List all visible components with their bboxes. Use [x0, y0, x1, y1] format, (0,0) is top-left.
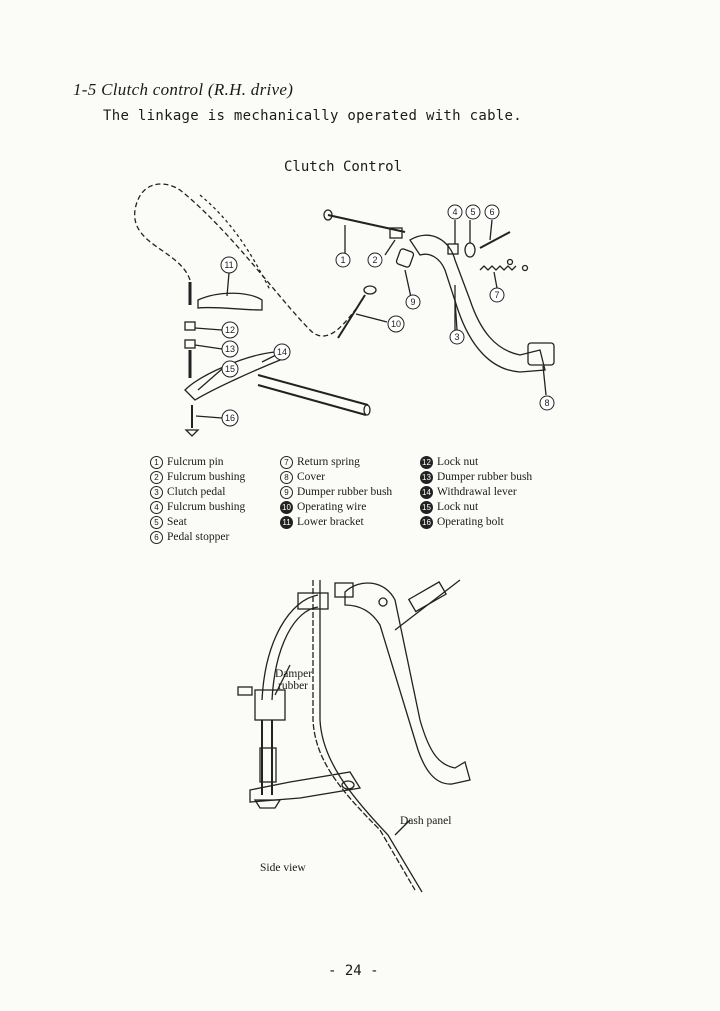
callout-6: 6: [484, 204, 500, 220]
svg-text:6: 6: [489, 207, 494, 217]
section-heading: 1-5 Clutch control (R.H. drive): [73, 80, 294, 99]
page-number: - 24 -: [328, 963, 379, 979]
svg-text:3: 3: [454, 332, 459, 342]
svg-text:12: 12: [225, 325, 235, 335]
operating-wire-dashed-path: [134, 183, 356, 337]
callout-8: 8: [539, 395, 555, 411]
dash-panel-label: Dash panel: [400, 815, 452, 827]
callout-5: 5: [465, 204, 481, 220]
figure-title: Clutch Control: [284, 159, 403, 175]
svg-text:4: 4: [452, 207, 457, 217]
callout-12: 12: [221, 321, 239, 339]
side-view-caption: Side view: [260, 862, 306, 874]
svg-text:2: 2: [372, 255, 377, 265]
fulcrum-bushing-shape: [389, 227, 403, 239]
pedal-cover-shape: [527, 342, 555, 366]
callout-9: 9: [405, 294, 421, 310]
svg-text:5: 5: [470, 207, 475, 217]
withdrawal-lever-shape: [184, 351, 287, 401]
clutch-pedal-shape: [409, 234, 546, 373]
return-spring-shape: [479, 265, 517, 271]
callout-1: 1: [335, 252, 351, 268]
svg-text:10: 10: [391, 319, 401, 329]
damper-label-line-1: Damper: [275, 668, 313, 680]
svg-text:7: 7: [494, 290, 499, 300]
damper-label-line-2: rubber: [278, 680, 309, 692]
callout-7: 7: [489, 287, 505, 303]
callout-2: 2: [367, 252, 383, 268]
callout-16: 16: [221, 409, 239, 427]
callout-11: 11: [220, 256, 238, 274]
svg-text:9: 9: [410, 297, 415, 307]
svg-text:1: 1: [340, 255, 345, 265]
callout-10: 10: [387, 315, 405, 333]
side-view-diagram: [237, 579, 471, 893]
svg-text:16: 16: [225, 413, 235, 423]
callout-4: 4: [447, 204, 463, 220]
svg-text:15: 15: [225, 364, 235, 374]
fulcrum-pin-shape: [327, 214, 406, 233]
svg-text:8: 8: [544, 398, 549, 408]
callout-3: 3: [449, 329, 465, 345]
svg-text:14: 14: [277, 347, 287, 357]
intro-text: The linkage is mechanically operated wit…: [103, 108, 522, 124]
callout-15: 15: [221, 360, 239, 378]
callout-14: 14: [273, 343, 291, 361]
callout-13: 13: [221, 340, 239, 358]
svg-text:13: 13: [225, 344, 235, 354]
svg-text:11: 11: [224, 260, 233, 270]
lower-bracket-shape: [197, 292, 263, 311]
